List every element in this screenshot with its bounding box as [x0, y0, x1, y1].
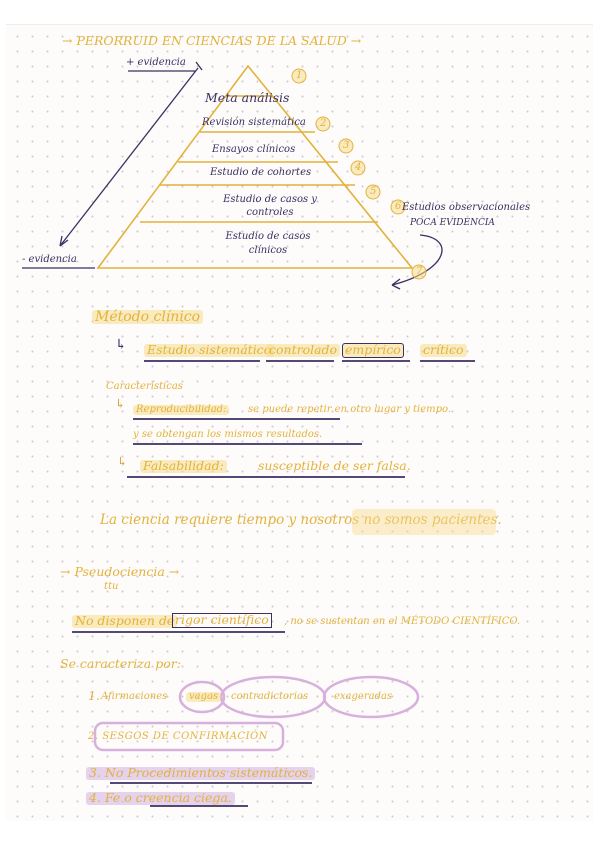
item-2: 2. SESGOS DE CONFIRMACIÓN — [88, 731, 268, 742]
level-number: 2 — [320, 118, 327, 129]
level-circle — [315, 116, 331, 132]
definition-word: Estudio sistemático — [144, 343, 275, 357]
side-note-low-evidence: POCA EVIDENCIA — [410, 218, 495, 228]
level-number: 6 — [395, 201, 402, 212]
level-circle — [365, 184, 381, 200]
level-circle — [291, 68, 307, 84]
level-circle — [411, 264, 427, 280]
item-1-word: Afirmaciones — [101, 691, 168, 702]
evidence-arrow-head — [59, 235, 69, 247]
arrow-glyph: ↳ — [115, 337, 127, 353]
level-meta-analisis: Meta análisis — [205, 90, 290, 105]
evidence-arrow-line — [59, 67, 199, 247]
level-circle — [338, 138, 354, 154]
level-number: 3 — [343, 140, 350, 151]
level-cohortes: Estudio de cohortes — [210, 167, 312, 178]
pyramid-heading: → PERORRUID EN CIENCIAS DE LA SALUD → — [62, 33, 362, 48]
ring-exageradas — [322, 675, 420, 719]
level-number: 5 — [370, 186, 377, 197]
se-caracteriza-label: Se caracteriza por: — [60, 656, 181, 671]
characteristics-label: Características — [106, 381, 183, 392]
level-circle — [390, 199, 406, 215]
level-revision-sistematica: Revisión sistemática — [202, 117, 306, 128]
statement-end: , no se sustentan en el MÉTODO CIENTÍFIC… — [284, 616, 521, 627]
level-ensayos-clinicos: Ensayos clínicos — [212, 144, 296, 155]
level-casos-clinicos: Estudio de casos clínicos — [225, 231, 311, 256]
less-evidence-label: - evidencia — [22, 254, 77, 265]
level-circle — [350, 160, 366, 176]
item-1-word: exageradas — [334, 691, 393, 702]
reproducibilidad-text: se puede repetir en otro lugar y tiempo. — [248, 404, 452, 415]
arrow-glyph: ↳ — [117, 454, 128, 469]
ring-vagas — [178, 680, 226, 714]
level-number: 1 — [296, 70, 303, 81]
item-1-number: 1. — [88, 688, 100, 703]
item-1-word: contradictorias — [231, 691, 309, 702]
arrow-glyph: ↳ — [115, 396, 126, 411]
side-bracket — [391, 234, 443, 286]
falsabilidad-text: susceptible de ser falsa. — [258, 458, 411, 473]
falsabilidad-label: Falsabilidad: — [140, 459, 227, 473]
reproducibilidad-label: Reproducibilidad: — [133, 405, 230, 415]
level-number: 7 — [416, 266, 423, 277]
reproducibilidad-text-2: y se obtengan los mismos resultados. — [133, 429, 323, 440]
definition-word: empírico — [342, 343, 404, 358]
pseudo-title: → Pseudociencia → — [60, 564, 180, 579]
statement-start: No disponen de — [72, 614, 178, 628]
more-evidence-label: + evidencia — [126, 57, 186, 68]
item-3: 3. No Procedimientos sistemáticos. — [86, 766, 316, 780]
statement-boxed: rigor científico — [172, 613, 272, 628]
level-casos-controles: Estudio de casos y controles — [223, 194, 317, 218]
level-number: 4 — [355, 162, 362, 173]
definition-word: crítico — [420, 343, 467, 357]
box-sesgos — [93, 721, 285, 752]
pyramid-outline — [96, 64, 414, 269]
item-1-word: vagas — [186, 692, 222, 702]
dotted-notebook-sheet — [6, 24, 593, 821]
side-note-observational: Estudios observacionales — [402, 202, 531, 213]
item-4: 4. Fe o creencia ciega. — [86, 791, 235, 805]
pseudo-subtitle: ttu — [104, 581, 119, 592]
metodo-title: Método clínico — [92, 310, 204, 324]
definition-word: controlado — [266, 343, 341, 357]
note-highlight — [352, 509, 496, 535]
science-note: La ciencia requiere tiempo y nosotros no… — [100, 512, 502, 528]
